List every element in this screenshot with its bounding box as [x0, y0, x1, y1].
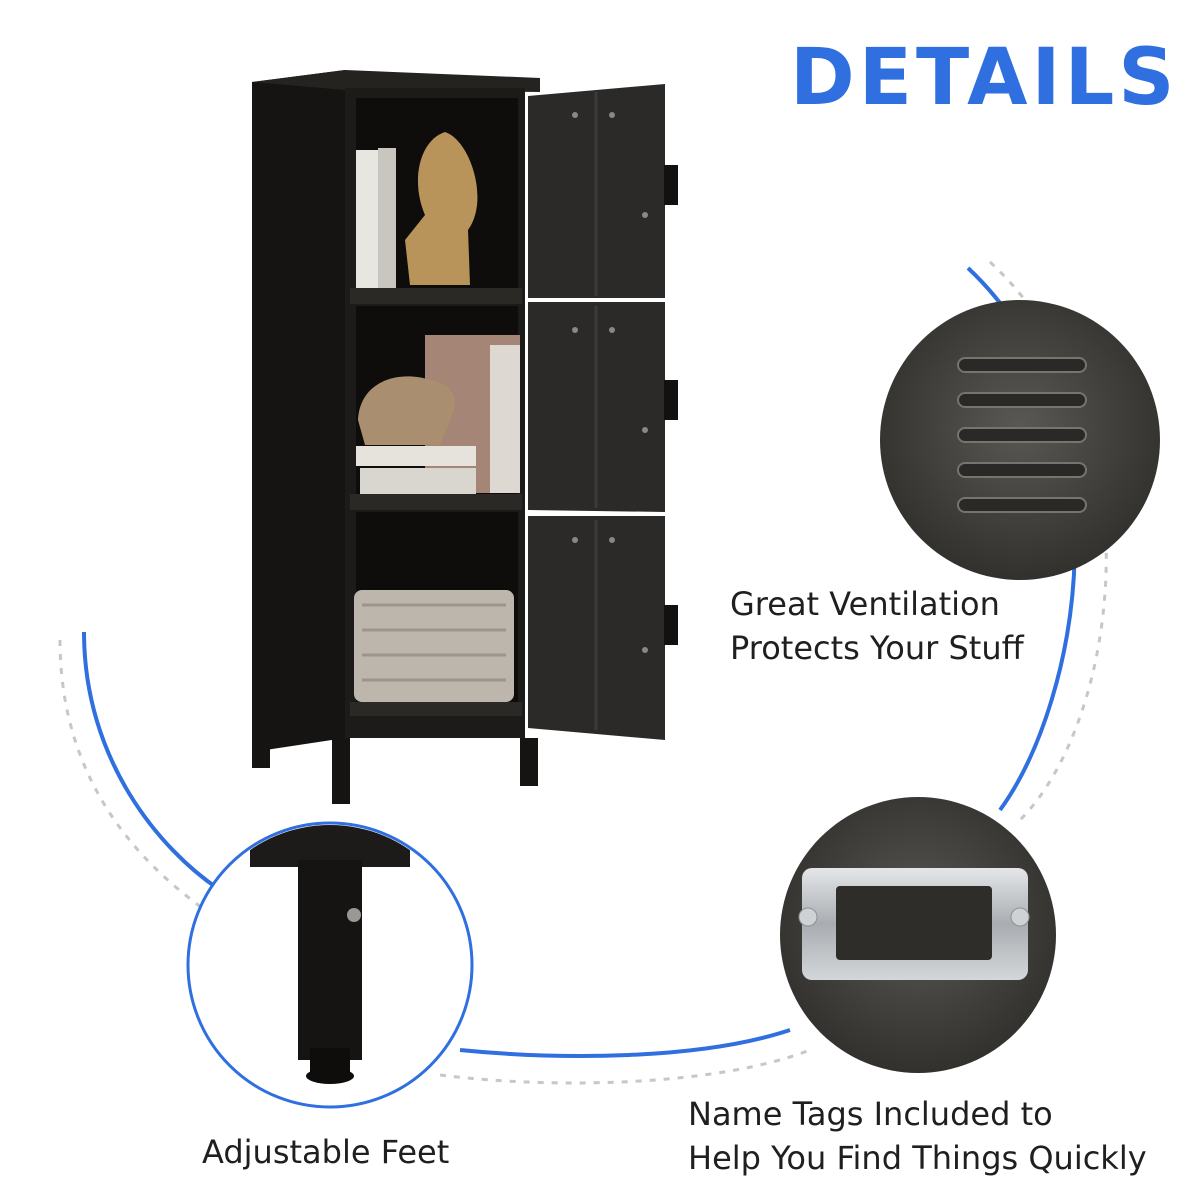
- page-title: DETAILS: [790, 33, 1179, 123]
- locker-cabinet: [252, 70, 678, 804]
- ventilation-caption: Great Ventilation Protects Your Stuff: [730, 582, 1024, 670]
- name-tags-caption: Name Tags Included to Help You Find Thin…: [688, 1092, 1147, 1180]
- ventilation-caption-line1: Great Ventilation: [730, 585, 1000, 623]
- feet-caption-line1: Adjustable Feet: [202, 1133, 450, 1171]
- vent-detail-circle: [880, 300, 1160, 580]
- name-tag-detail-circle: [780, 797, 1056, 1073]
- ventilation-caption-line2: Protects Your Stuff: [730, 629, 1024, 667]
- feet-detail-circle: [186, 821, 474, 1109]
- feet-caption: Adjustable Feet: [202, 1130, 449, 1174]
- name-tags-caption-line1: Name Tags Included to: [688, 1095, 1053, 1133]
- name-tags-caption-line2: Help You Find Things Quickly: [688, 1139, 1147, 1177]
